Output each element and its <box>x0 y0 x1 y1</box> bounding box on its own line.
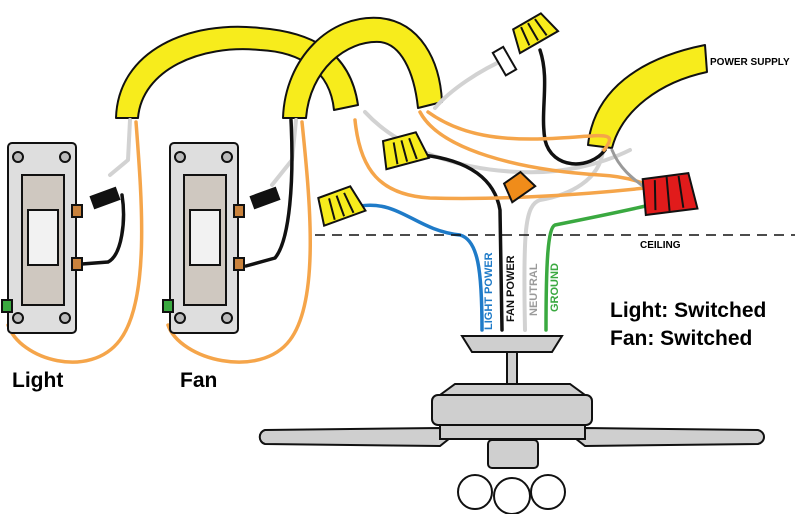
wire-nut-red <box>641 172 699 217</box>
switch-toggle <box>27 209 59 266</box>
fan-hub <box>439 424 586 440</box>
black-wire <box>80 193 126 266</box>
orange-wire <box>166 120 312 364</box>
terminal-screw <box>233 204 245 218</box>
status-fan: Fan: Switched <box>610 327 752 350</box>
light-power-wire <box>358 203 484 332</box>
light-globe <box>530 474 566 510</box>
black-wire <box>244 118 294 268</box>
black-wire <box>420 153 504 332</box>
terminal-screw <box>71 204 83 218</box>
orange-wire <box>418 110 647 186</box>
terminal-screw <box>233 257 245 271</box>
wire-nut-top <box>511 12 560 55</box>
orange-wire <box>426 110 612 152</box>
tape-mark <box>249 186 281 210</box>
yellow-cables <box>115 16 708 149</box>
light-globe <box>493 477 531 514</box>
cable-light-switch <box>115 25 359 119</box>
screw-icon <box>221 151 233 163</box>
tape-mark <box>89 186 121 210</box>
light-switch <box>1 142 121 334</box>
wires <box>6 48 652 364</box>
screw-icon <box>59 151 71 163</box>
fan-power-label: FAN POWER <box>505 255 517 322</box>
orange-wire <box>353 118 647 201</box>
ground-screw <box>1 299 13 313</box>
fan-blade-right <box>573 426 765 448</box>
light-globe <box>457 474 493 510</box>
wire-nut-switch <box>317 185 367 228</box>
cable-power-supply <box>587 44 708 149</box>
neutral-wire <box>433 56 510 110</box>
orange-wires <box>6 110 647 364</box>
wire-nuts <box>317 12 699 228</box>
ground-wire <box>544 203 652 332</box>
fan-blade-left <box>258 426 452 448</box>
cable-fan-switch <box>282 16 443 119</box>
fan-switch-label: Fan <box>180 369 217 392</box>
wire-nut-left <box>381 131 431 171</box>
wire-nut-orange <box>502 170 537 204</box>
ground-label: GROUND <box>549 263 561 312</box>
screw-icon <box>12 312 24 324</box>
switch-toggle <box>189 209 221 266</box>
ceiling-label: CEILING <box>640 240 681 251</box>
light-power-label: LIGHT POWER <box>483 252 495 330</box>
light-switch-label: Light <box>12 369 63 392</box>
screw-icon <box>174 151 186 163</box>
fan-downrod <box>506 351 518 385</box>
status-light: Light: Switched <box>610 299 766 322</box>
power-supply-label: POWER SUPPLY <box>710 57 790 68</box>
terminal-screw <box>71 257 83 271</box>
ceiling-fan <box>258 335 765 514</box>
screw-icon <box>221 312 233 324</box>
ground-screw <box>162 299 174 313</box>
neutral-wire <box>108 118 132 177</box>
fan-switch <box>162 142 281 334</box>
fan-canopy <box>460 335 564 353</box>
neutral-label: NEUTRAL <box>528 263 540 316</box>
screw-icon <box>12 151 24 163</box>
fan-light-kit <box>487 439 539 469</box>
orange-wire <box>6 120 144 364</box>
fan-motor <box>431 394 593 426</box>
wire-nut-white <box>491 45 518 77</box>
screw-icon <box>174 312 186 324</box>
screw-icon <box>59 312 71 324</box>
fan-motor-top <box>436 383 589 396</box>
